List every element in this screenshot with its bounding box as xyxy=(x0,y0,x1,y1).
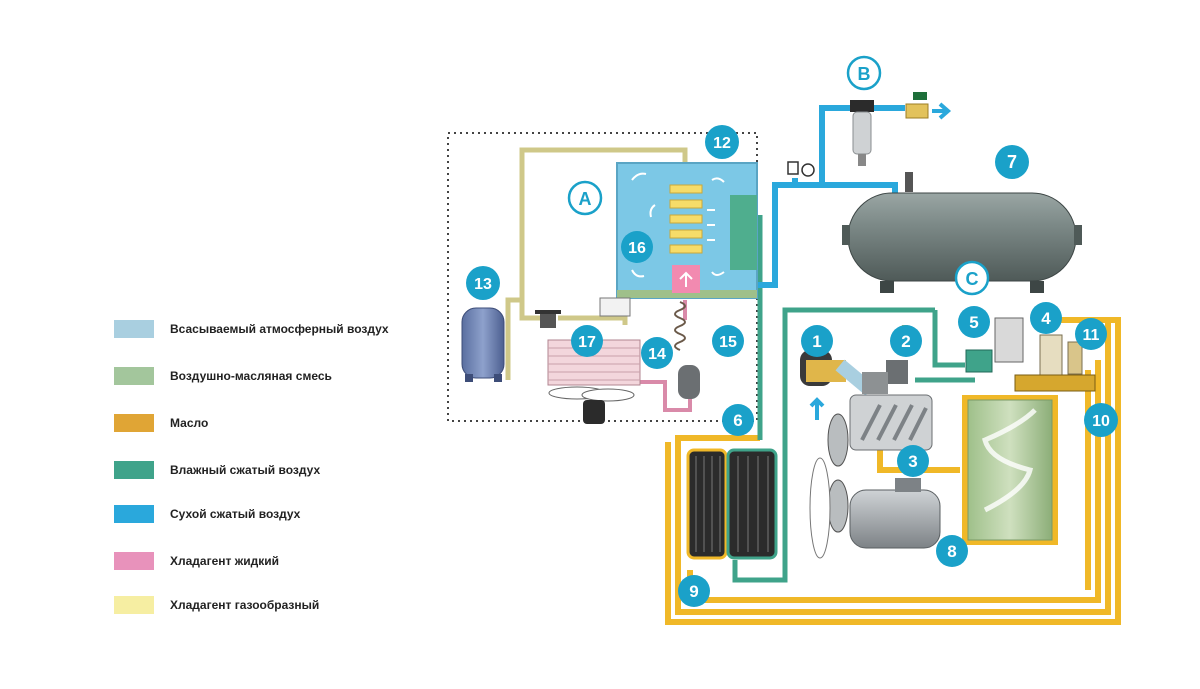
svg-text:17: 17 xyxy=(578,334,596,351)
badge-11: 11 xyxy=(1075,318,1107,350)
svg-text:6: 6 xyxy=(733,411,742,430)
svg-text:14: 14 xyxy=(648,346,666,363)
legend-swatch xyxy=(114,367,154,385)
badge-13: 13 xyxy=(466,266,500,300)
badge-9: 9 xyxy=(678,575,710,607)
screw-block xyxy=(849,372,933,451)
svg-text:B: B xyxy=(858,64,871,84)
badge-10: 10 xyxy=(1084,403,1118,437)
svg-text:C: C xyxy=(966,269,979,289)
oil-separator xyxy=(962,395,1058,545)
badge-4: 4 xyxy=(1030,302,1062,334)
legend-label: Хладагент газообразный xyxy=(170,598,320,612)
badge-17: 17 xyxy=(571,325,603,357)
svg-text:1: 1 xyxy=(812,332,821,351)
filter-box xyxy=(599,297,631,317)
legend-swatch xyxy=(114,320,154,338)
badge-1: 1 xyxy=(801,325,833,357)
legend-label: Хладагент жидкий xyxy=(170,554,279,568)
wet-air-lines xyxy=(732,215,975,583)
legend-item: Всасываемый атмосферный воздух xyxy=(114,318,389,340)
svg-text:10: 10 xyxy=(1092,413,1110,430)
svg-text:9: 9 xyxy=(689,582,698,601)
legend-label: Сухой сжатый воздух xyxy=(170,507,301,521)
belt-drive xyxy=(809,413,849,559)
air-receiver-tank xyxy=(842,172,1082,293)
expansion-valve xyxy=(535,310,561,328)
legend-label: Воздушно-масляная смесь xyxy=(170,369,332,383)
badge-14: 14 xyxy=(641,337,673,369)
svg-text:8: 8 xyxy=(947,542,956,561)
svg-text:2: 2 xyxy=(901,332,910,351)
separator-valves xyxy=(965,317,1096,392)
badge-3: 3 xyxy=(897,445,929,477)
outlet-valve xyxy=(905,92,952,120)
svg-text:7: 7 xyxy=(1007,152,1017,172)
condenser-fan xyxy=(548,386,635,424)
badge-5: 5 xyxy=(958,306,990,338)
letter-badge-b: B xyxy=(846,55,882,91)
legend-swatch xyxy=(114,552,154,570)
refrigerant-gas-lines xyxy=(505,147,688,380)
legend-item: Масло xyxy=(114,412,208,434)
legend-item: Влажный сжатый воздух xyxy=(114,459,320,481)
svg-text:13: 13 xyxy=(474,276,492,293)
legend-item: Сухой сжатый воздух xyxy=(114,503,300,525)
svg-text:3: 3 xyxy=(908,452,917,471)
refrigerant-liquid-lines xyxy=(640,300,692,412)
badge-2: 2 xyxy=(890,325,922,357)
legend-item: Воздушно-масляная смесь xyxy=(114,365,332,387)
dry-air-lines xyxy=(757,105,905,288)
svg-text:4: 4 xyxy=(1041,309,1051,328)
legend-item: Хладагент газообразный xyxy=(114,594,319,616)
legend-swatch xyxy=(114,461,154,479)
legend-swatch xyxy=(114,505,154,523)
badge-15: 15 xyxy=(712,325,744,357)
svg-text:A: A xyxy=(579,189,592,209)
letter-badge-a: A xyxy=(567,180,603,216)
svg-text:16: 16 xyxy=(628,240,646,257)
refrigerant-compressor xyxy=(674,301,700,399)
svg-text:11: 11 xyxy=(1083,327,1100,344)
badge-12: 12 xyxy=(705,125,739,159)
svg-text:15: 15 xyxy=(719,334,737,351)
svg-text:5: 5 xyxy=(969,313,978,332)
badge-7: 7 xyxy=(995,145,1029,179)
svg-text:12: 12 xyxy=(713,135,731,152)
electric-motor xyxy=(849,478,941,549)
legend-item: Хладагент жидкий xyxy=(114,550,279,572)
legend-swatch xyxy=(114,596,154,614)
badge-8: 8 xyxy=(936,535,968,567)
legend-label: Всасываемый атмосферный воздух xyxy=(170,322,389,336)
badge-16: 16 xyxy=(621,231,653,263)
intake-valve xyxy=(800,350,846,420)
heat-exchanger xyxy=(616,162,758,299)
letter-badge-c: C xyxy=(954,260,990,296)
legend-label: Масло xyxy=(170,416,209,430)
pressure-gauges xyxy=(787,161,815,177)
badge-6: 6 xyxy=(722,404,754,436)
coolers xyxy=(686,448,778,560)
line-filter xyxy=(850,100,874,166)
minimum-pressure-unit xyxy=(886,360,908,384)
legend-swatch xyxy=(114,414,154,432)
legend-label: Влажный сжатый воздух xyxy=(170,463,321,477)
refrigerant-receiver xyxy=(461,307,505,382)
